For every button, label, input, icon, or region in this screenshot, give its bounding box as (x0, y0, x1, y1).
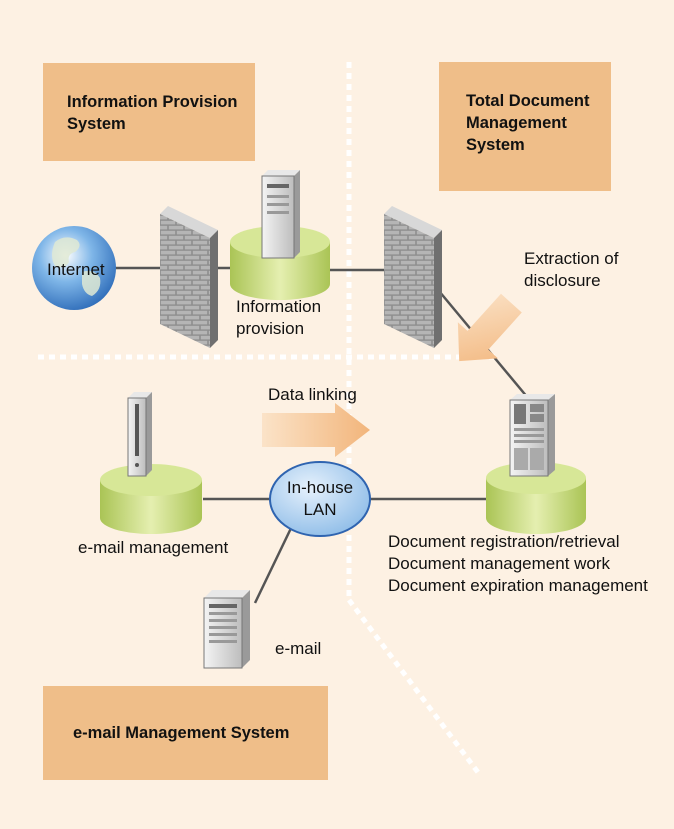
section-total-doc: Total Document Management System (439, 62, 611, 191)
section-email-mgmt-title: e-mail Management System (73, 724, 290, 742)
email-management-server-icon (127, 392, 152, 477)
document-management-disk-icon (486, 462, 586, 534)
info-provision-server-icon (261, 170, 300, 259)
email-management-disk-icon (100, 464, 202, 534)
lan-label: In-house LAN (286, 478, 354, 519)
firewall-left-icon (160, 206, 218, 348)
section-total-doc-title: Total Document Management System (466, 92, 590, 154)
data-linking-arrow (262, 403, 370, 457)
firewall-right-icon (384, 206, 442, 348)
section-email-mgmt: e-mail Management System (43, 686, 328, 780)
email-client-label: e-mail (275, 639, 322, 658)
document-functions-list: Document registration/retrieval Document… (388, 531, 648, 597)
extraction-arrow (457, 293, 522, 362)
internet-globe-icon (32, 226, 116, 310)
doc-function-item: Document management work (388, 554, 611, 573)
section-info-provision: Information Provision System (43, 63, 255, 161)
info-provision-label: Information provision (236, 297, 322, 338)
document-management-server-icon (509, 394, 555, 477)
email-management-label: e-mail management (78, 538, 229, 557)
extraction-label: Extraction of disclosure (524, 249, 619, 290)
doc-function-item: Document registration/retrieval (388, 532, 620, 551)
info-provision-disk-icon (230, 226, 330, 300)
internet-label: Internet (47, 260, 105, 279)
section-info-provision-title: Information Provision System (67, 93, 238, 133)
data-linking-label: Data linking (268, 385, 357, 404)
lan-ellipse-icon (269, 461, 371, 537)
divider-lines (38, 62, 495, 777)
doc-function-item: Document expiration management (388, 576, 648, 595)
email-client-server-icon (203, 590, 250, 669)
